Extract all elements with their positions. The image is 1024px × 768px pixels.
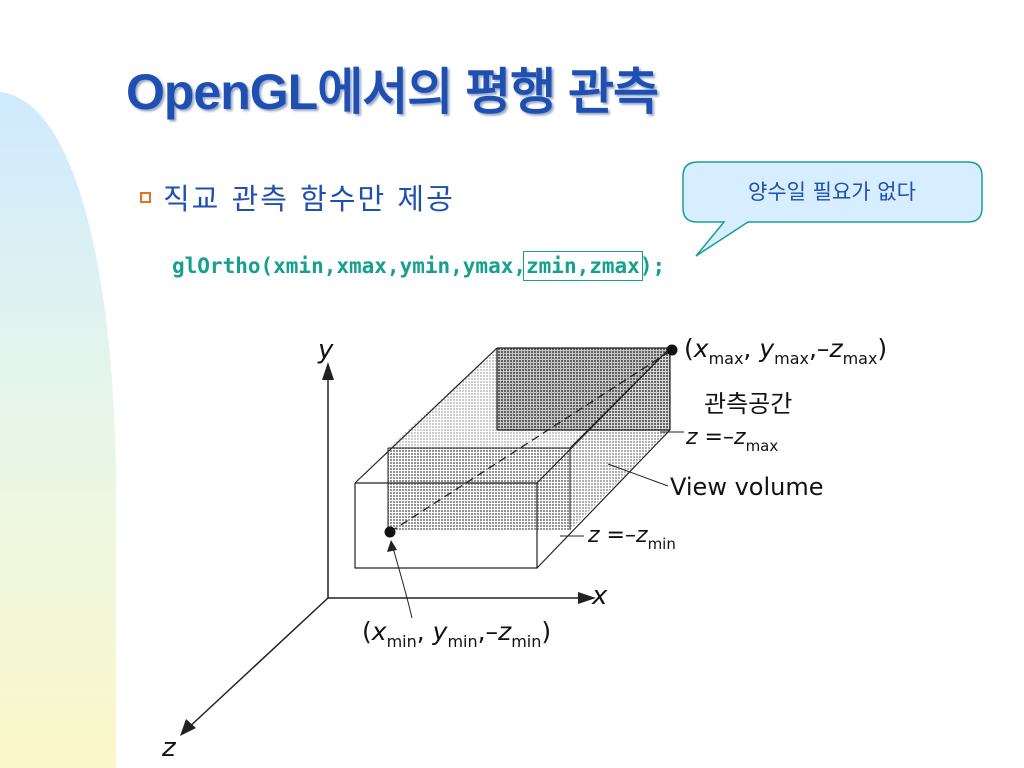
code-line: glOrtho(xmin,xmax,ymin,ymax,zmin,zmax);	[172, 251, 666, 281]
y-axis-label: y	[317, 335, 334, 365]
bullet-text: 직교 관측 함수만 제공	[163, 182, 455, 216]
diagonal-dashed-line	[389, 349, 673, 533]
code-suffix: );	[639, 254, 666, 278]
callout-text: 양수일 필요가 없다	[748, 180, 916, 204]
z-axis-arrow-icon	[180, 719, 196, 736]
front-face	[388, 448, 570, 530]
bullet-item: 직교 관측 함수만 제공	[140, 176, 455, 218]
top-face	[388, 348, 670, 448]
min-point-label: (xmin, ymin,–zmin)	[362, 617, 551, 651]
slide-title: OpenGL에서의 평행 관측	[126, 64, 659, 120]
outer-box-edges	[354, 347, 671, 569]
y-axis-arrow-icon	[322, 362, 334, 380]
z-min-plane-label: z =–zmin	[587, 523, 676, 553]
code-prefix: glOrtho(xmin,xmax,ymin,ymax,	[172, 254, 527, 278]
view-volume-label: View volume	[670, 473, 824, 501]
viewing-space-label: 관측공간	[704, 390, 792, 418]
z-axis-label: z	[161, 733, 177, 763]
min-corner-point	[384, 526, 396, 538]
code-highlight-zrange: zmin,zmax	[523, 251, 643, 281]
x-axis-label: x	[591, 581, 608, 611]
bullet-square-icon	[140, 191, 151, 203]
z-max-plane-label: z =–zmax	[685, 425, 778, 455]
axes	[185, 374, 584, 731]
max-point-label: (xmax, ymax,–zmax)	[684, 334, 887, 368]
min-pointer-arrow-icon	[387, 540, 397, 552]
right-face	[570, 348, 670, 530]
max-corner-point	[666, 344, 678, 356]
inner-box-edges	[387, 347, 671, 530]
x-axis-arrow-icon	[578, 592, 596, 604]
